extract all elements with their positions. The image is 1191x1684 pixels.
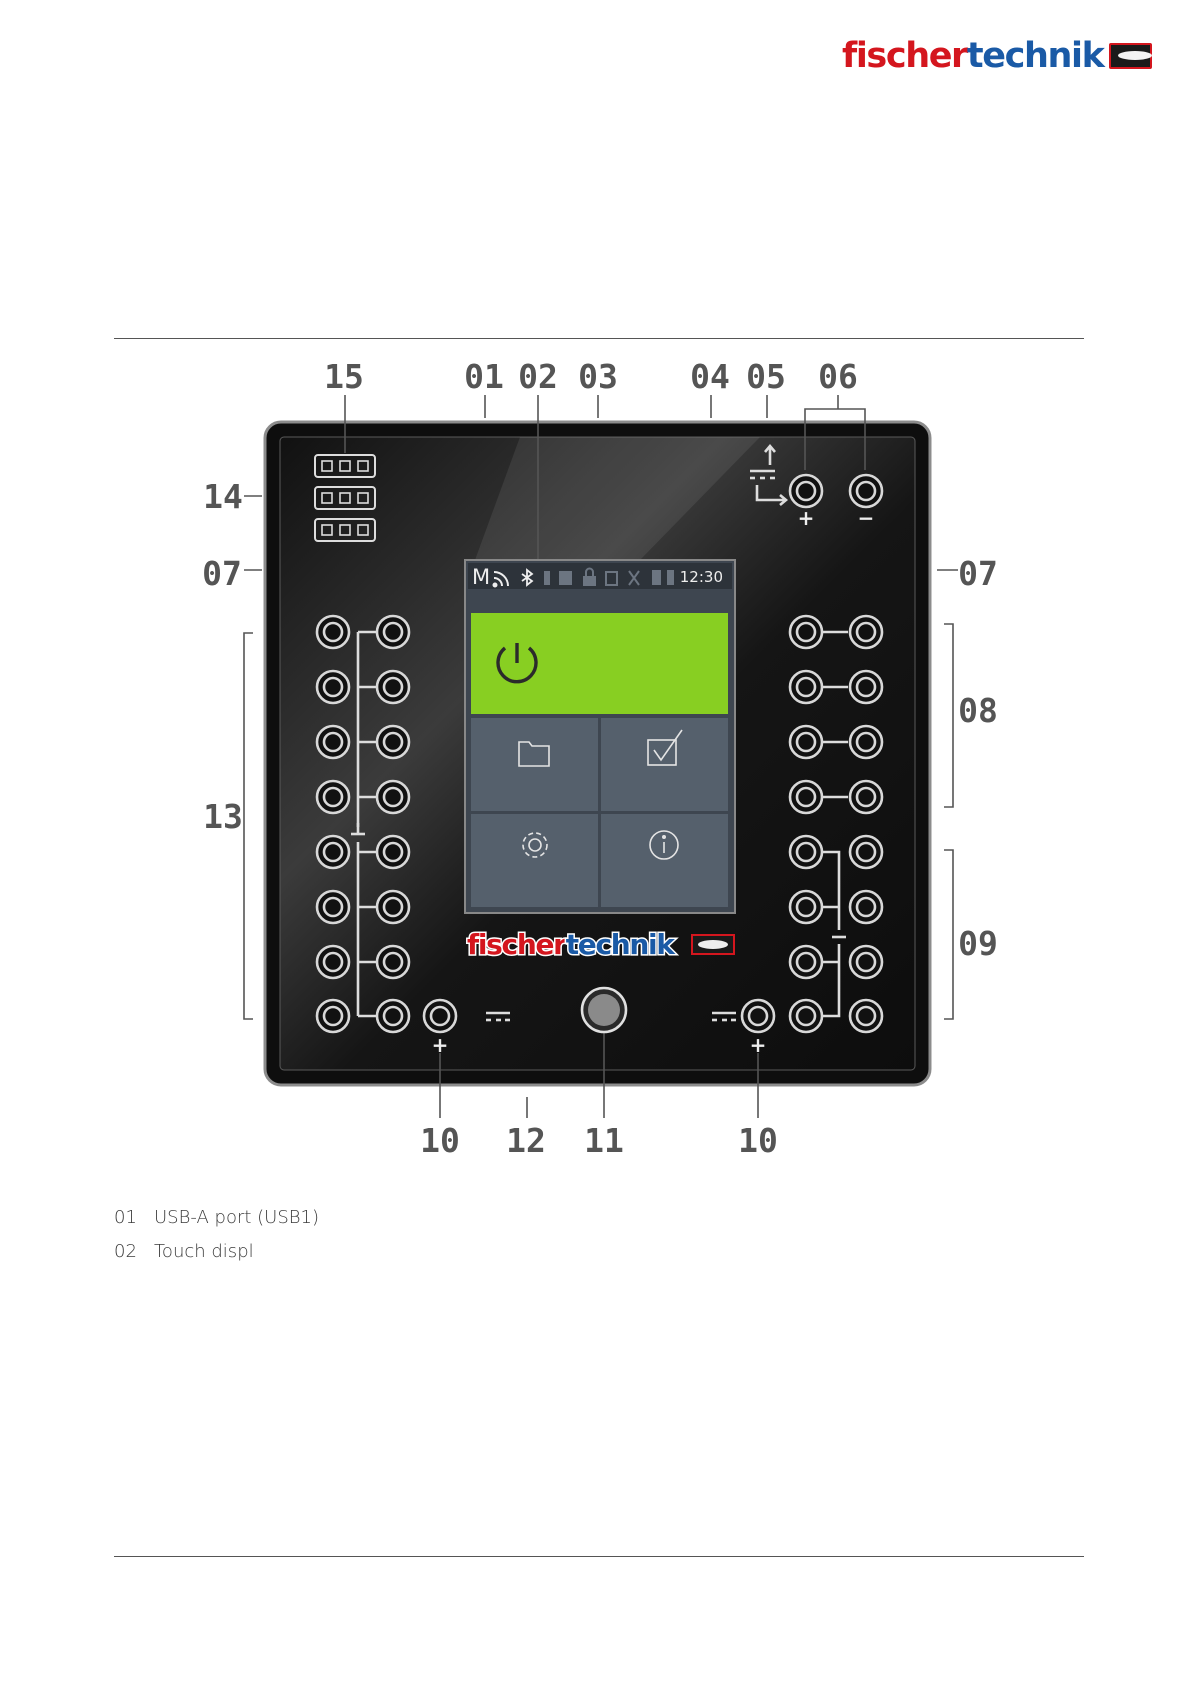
callout-08: 08 [958, 691, 998, 730]
legend-text: Touch displ [154, 1241, 254, 1262]
jack-O8[interactable] [850, 1000, 882, 1032]
jack-I4[interactable] [317, 781, 349, 813]
callout-10-left: 10 [420, 1121, 460, 1160]
jack-GND3[interactable] [377, 726, 409, 758]
svg-text:fischertechnik: fischertechnik [467, 928, 676, 961]
callout-06: 06 [818, 357, 858, 396]
jack-O5[interactable] [790, 946, 822, 978]
legend-number: 01 [114, 1207, 154, 1228]
plus-label-left: + [432, 1033, 449, 1057]
jack-GND5[interactable] [377, 836, 409, 868]
callout-15: 15 [324, 357, 364, 396]
jack-O3[interactable] [790, 891, 822, 923]
power-tile[interactable] [471, 613, 728, 714]
power-jack-plus[interactable] [790, 475, 822, 507]
mode-indicator: M [472, 565, 490, 589]
jack-GND2[interactable] [377, 671, 409, 703]
callout-14: 14 [203, 477, 243, 516]
touch-display[interactable]: M 12:30 [465, 560, 735, 913]
settings-tile[interactable] [471, 814, 598, 907]
jack-M2a[interactable] [790, 671, 822, 703]
jack-I2[interactable] [317, 671, 349, 703]
callout-05: 05 [746, 357, 786, 396]
jack-O2[interactable] [850, 836, 882, 868]
files-tile[interactable] [471, 718, 598, 811]
jack-GND6[interactable] [377, 891, 409, 923]
power-button[interactable] [582, 988, 626, 1032]
power-out-right[interactable] [742, 1000, 774, 1032]
legend-number: 02 [114, 1241, 154, 1262]
callout-12: 12 [506, 1121, 546, 1160]
power-out-left[interactable] [424, 1000, 456, 1032]
jack-I3[interactable] [317, 726, 349, 758]
jack-M4a[interactable] [790, 781, 822, 813]
jack-M1a[interactable] [790, 616, 822, 648]
jack-O7[interactable] [790, 1000, 822, 1032]
jack-GND8[interactable] [377, 1000, 409, 1032]
plus-label-top: + [798, 506, 815, 530]
callout-03: 03 [578, 357, 618, 396]
callout-11: 11 [584, 1121, 624, 1160]
jack-I8[interactable] [317, 1000, 349, 1032]
callout-13: 13 [203, 797, 243, 836]
status-time: 12:30 [680, 568, 723, 586]
callout-01: 01 [464, 357, 504, 396]
jack-M3a[interactable] [790, 726, 822, 758]
device-logo-part2: technik [566, 928, 677, 961]
jack-M3b[interactable] [850, 726, 882, 758]
jack-O6[interactable] [850, 946, 882, 978]
jack-GND7[interactable] [377, 946, 409, 978]
jack-M2b[interactable] [850, 671, 882, 703]
jack-M1b[interactable] [850, 616, 882, 648]
minus-label-top: − [858, 506, 875, 530]
callout-04: 04 [690, 357, 730, 396]
jack-I5[interactable] [317, 836, 349, 868]
jack-O4[interactable] [850, 891, 882, 923]
bottom-rule [114, 1556, 1084, 1557]
callout-07-right: 07 [958, 554, 998, 593]
jack-M4b[interactable] [850, 781, 882, 813]
jack-I6[interactable] [317, 891, 349, 923]
jack-I7[interactable] [317, 946, 349, 978]
jack-O1[interactable] [790, 836, 822, 868]
callout-09: 09 [958, 924, 998, 963]
plus-label-right: + [750, 1033, 767, 1057]
power-jack-minus[interactable] [850, 475, 882, 507]
legend-text: USB-A port (USB1) [154, 1207, 319, 1228]
callout-07-left: 07 [202, 554, 242, 593]
callout-02: 02 [518, 357, 558, 396]
info-tile[interactable] [601, 814, 728, 907]
callout-10-right: 10 [738, 1121, 778, 1160]
jack-GND1[interactable] [377, 616, 409, 648]
jack-I1[interactable] [317, 616, 349, 648]
device-logo-part1: fischer [467, 928, 567, 961]
jack-GND4[interactable] [377, 781, 409, 813]
